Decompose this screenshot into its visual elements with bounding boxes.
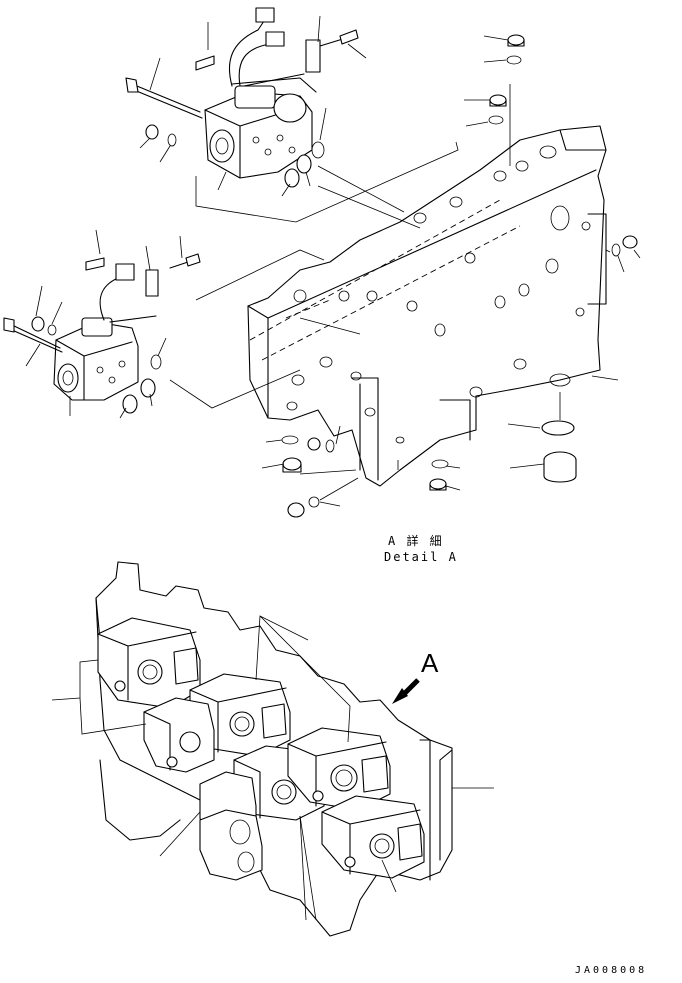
main-valve-body xyxy=(247,125,607,487)
lower-small-fittings xyxy=(122,354,162,414)
upper-wire-harness xyxy=(228,7,359,93)
upper-long-bolt xyxy=(125,77,203,119)
plugs-and-o-rings xyxy=(281,34,638,518)
leader-lines-lower xyxy=(25,229,545,507)
lower-long-bolt xyxy=(3,316,63,353)
leader-lines-upper xyxy=(139,15,641,381)
assembled-solenoid-blocks xyxy=(97,617,425,881)
detail-label-jp: A 詳 細 xyxy=(388,534,444,548)
drawing-code: JA008008 xyxy=(575,965,648,976)
lower-solenoid-valve xyxy=(53,317,139,401)
view-arrow-a xyxy=(392,678,420,704)
upper-small-fittings xyxy=(145,55,325,188)
view-marker-letter: A xyxy=(421,648,439,678)
upper-solenoid-valve xyxy=(204,85,313,179)
detail-label-en: Detail A xyxy=(384,550,458,564)
lower-wire-harness xyxy=(85,253,201,323)
reference-lines-upper xyxy=(169,84,611,501)
assembled-leader-lines xyxy=(51,615,494,921)
